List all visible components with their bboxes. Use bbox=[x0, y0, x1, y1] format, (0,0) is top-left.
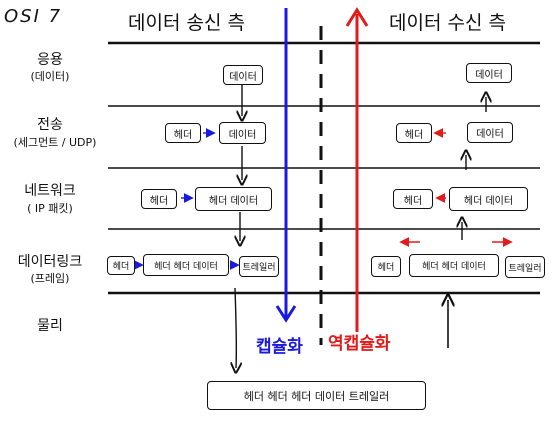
decapsulation-label: 역캡슐화 bbox=[328, 334, 391, 354]
layer-sub-transport: (세그먼트 / UDP) bbox=[13, 136, 97, 149]
decapsulation-arrowhead bbox=[345, 7, 369, 27]
osi-label: OSI 7 bbox=[4, 6, 63, 27]
layer-sub-datalink: (프레임) bbox=[30, 272, 70, 285]
sender-title: 데이터 송신 측 bbox=[128, 12, 245, 34]
sender-transport-header-box: 헤더 bbox=[165, 123, 201, 143]
receiver-link-trailer-box: 트레일러 bbox=[505, 256, 545, 278]
sender-link-data-box: 헤더 헤더 데이터 bbox=[143, 254, 229, 276]
receiver-link-header-box: 헤더 bbox=[371, 256, 401, 277]
receiver-app-data-box: 데이터 bbox=[466, 63, 512, 83]
layer-name-application: 응용 bbox=[37, 52, 63, 68]
layer-sub-application: (데이터) bbox=[30, 70, 70, 83]
receiver-network-data-box: 헤더 데이터 bbox=[449, 187, 528, 211]
sender-link-trailer-box: 트레일러 bbox=[239, 256, 279, 277]
receiver-transport-data-box: 데이터 bbox=[467, 122, 513, 143]
sender-physical-arrow bbox=[235, 287, 236, 368]
encapsulation-arrowhead bbox=[275, 305, 297, 323]
receiver-title: 데이터 수신 측 bbox=[389, 12, 506, 34]
encapsulation-label: 캡슐화 bbox=[256, 337, 303, 357]
sender-network-data-box: 헤더 데이터 bbox=[195, 187, 272, 211]
sender-link-header-box: 헤더 bbox=[107, 256, 135, 275]
layer-name-transport: 전송 bbox=[37, 117, 63, 133]
physical-frame-box: 헤더 헤더 헤더 데이터 트레일러 bbox=[207, 381, 426, 410]
sender-app-data-box: 데이터 bbox=[223, 65, 263, 85]
sender-network-header-box: 헤더 bbox=[141, 189, 177, 209]
receiver-transport-header-box: 헤더 bbox=[396, 123, 432, 143]
layer-name-datalink: 데이터링크 bbox=[17, 254, 83, 270]
receiver-link-data-box: 헤더 헤더 데이터 bbox=[409, 254, 499, 277]
layer-name-physical: 물리 bbox=[37, 318, 63, 334]
receiver-network-header-box: 헤더 bbox=[393, 189, 433, 209]
layer-name-network: 네트워크 bbox=[24, 183, 76, 199]
sender-transport-data-box: 데이터 bbox=[219, 122, 266, 144]
layer-sub-network: ( IP 패킷) bbox=[27, 202, 73, 215]
